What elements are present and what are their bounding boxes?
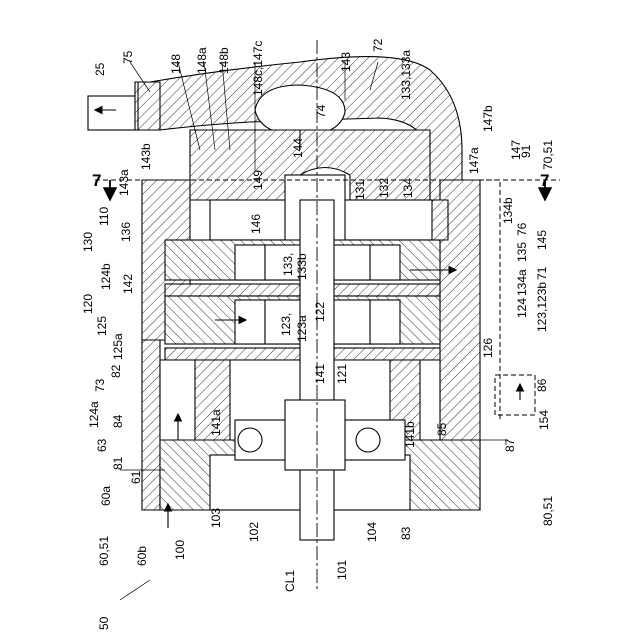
label-144: 144 bbox=[291, 138, 305, 158]
label-143: 143 bbox=[339, 52, 353, 72]
label-70-51: 70,51 bbox=[541, 140, 555, 170]
label-61: 61 bbox=[129, 470, 143, 484]
label-141: 141 bbox=[313, 364, 327, 384]
label-CL1: CL1 bbox=[283, 570, 297, 592]
label-131: 131 bbox=[353, 180, 367, 200]
label-124b: 124b bbox=[99, 263, 113, 290]
label-87: 87 bbox=[503, 438, 517, 452]
label-130: 130 bbox=[81, 232, 95, 252]
label-7-right: 7 bbox=[540, 171, 549, 190]
label-134a: 134a bbox=[515, 269, 529, 296]
label-75: 75 bbox=[121, 50, 135, 64]
label-125: 125 bbox=[95, 316, 109, 336]
label-147b: 147b bbox=[481, 105, 495, 132]
discharge-pipe-25 bbox=[88, 96, 140, 130]
label-101: 101 bbox=[335, 560, 349, 580]
label-124: 124 bbox=[515, 298, 529, 318]
label-120: 120 bbox=[81, 294, 95, 314]
label-102: 102 bbox=[247, 522, 261, 542]
label-60a: 60a bbox=[99, 486, 113, 506]
label-103: 103 bbox=[209, 508, 223, 528]
label-123: 123, bbox=[279, 313, 293, 336]
label-122: 122 bbox=[313, 302, 327, 322]
label-148b: 148b bbox=[217, 47, 231, 74]
label-81: 81 bbox=[111, 456, 125, 470]
label-104: 104 bbox=[365, 522, 379, 542]
label-121: 121 bbox=[335, 364, 349, 384]
label-63: 63 bbox=[95, 438, 109, 452]
label-60b: 60b bbox=[135, 546, 149, 566]
label-86: 86 bbox=[535, 378, 549, 392]
label-73: 73 bbox=[93, 378, 107, 392]
label-142: 142 bbox=[121, 274, 135, 294]
label-133: 133,133a bbox=[399, 50, 413, 100]
label-80-51: 80,51 bbox=[541, 496, 555, 526]
label-123b: 123,123b bbox=[535, 282, 549, 332]
label-72: 72 bbox=[371, 38, 385, 52]
label-125a: 125a bbox=[111, 333, 125, 360]
label-147a: 147a bbox=[467, 147, 481, 174]
label-110: 110 bbox=[97, 207, 111, 226]
label-148: 148 bbox=[169, 54, 183, 74]
label-83: 83 bbox=[399, 526, 413, 540]
label-74: 74 bbox=[314, 104, 328, 118]
label-133b: 133b bbox=[295, 253, 309, 280]
label-85: 85 bbox=[435, 422, 449, 436]
label-60-51: 60,51 bbox=[97, 536, 111, 566]
label-100: 100 bbox=[173, 540, 187, 560]
label-141a: 141a bbox=[209, 409, 223, 436]
label-82: 82 bbox=[109, 364, 123, 378]
label-148a: 148a bbox=[195, 47, 209, 74]
label-143a: 143a bbox=[117, 169, 131, 196]
label-25: 25 bbox=[93, 62, 107, 76]
label-146: 146 bbox=[249, 214, 263, 234]
label-135: 135 bbox=[515, 242, 529, 262]
label-91: 91 bbox=[519, 144, 533, 158]
label-132: 132 bbox=[377, 178, 391, 198]
label-76: 76 bbox=[515, 222, 529, 236]
label-145: 145 bbox=[535, 230, 549, 250]
label-141b: 141b bbox=[403, 421, 417, 448]
label-126: 126 bbox=[481, 338, 495, 358]
label-133-b1: 133, bbox=[281, 253, 295, 276]
label-154: 154 bbox=[537, 410, 551, 430]
label-149: 149 bbox=[251, 170, 265, 190]
label-7-left: 7 bbox=[92, 171, 101, 190]
label-124a: 124a bbox=[87, 401, 101, 428]
label-50: 50 bbox=[97, 616, 111, 630]
label-148c: 148c,147c bbox=[251, 41, 265, 96]
label-123a: 123a bbox=[295, 315, 309, 342]
label-136: 136 bbox=[119, 222, 133, 242]
label-84: 84 bbox=[111, 414, 125, 428]
label-134: 134 bbox=[401, 178, 415, 198]
label-71: 71 bbox=[535, 266, 549, 280]
label-134b: 134b bbox=[501, 197, 515, 224]
label-143b: 143b bbox=[139, 143, 153, 170]
